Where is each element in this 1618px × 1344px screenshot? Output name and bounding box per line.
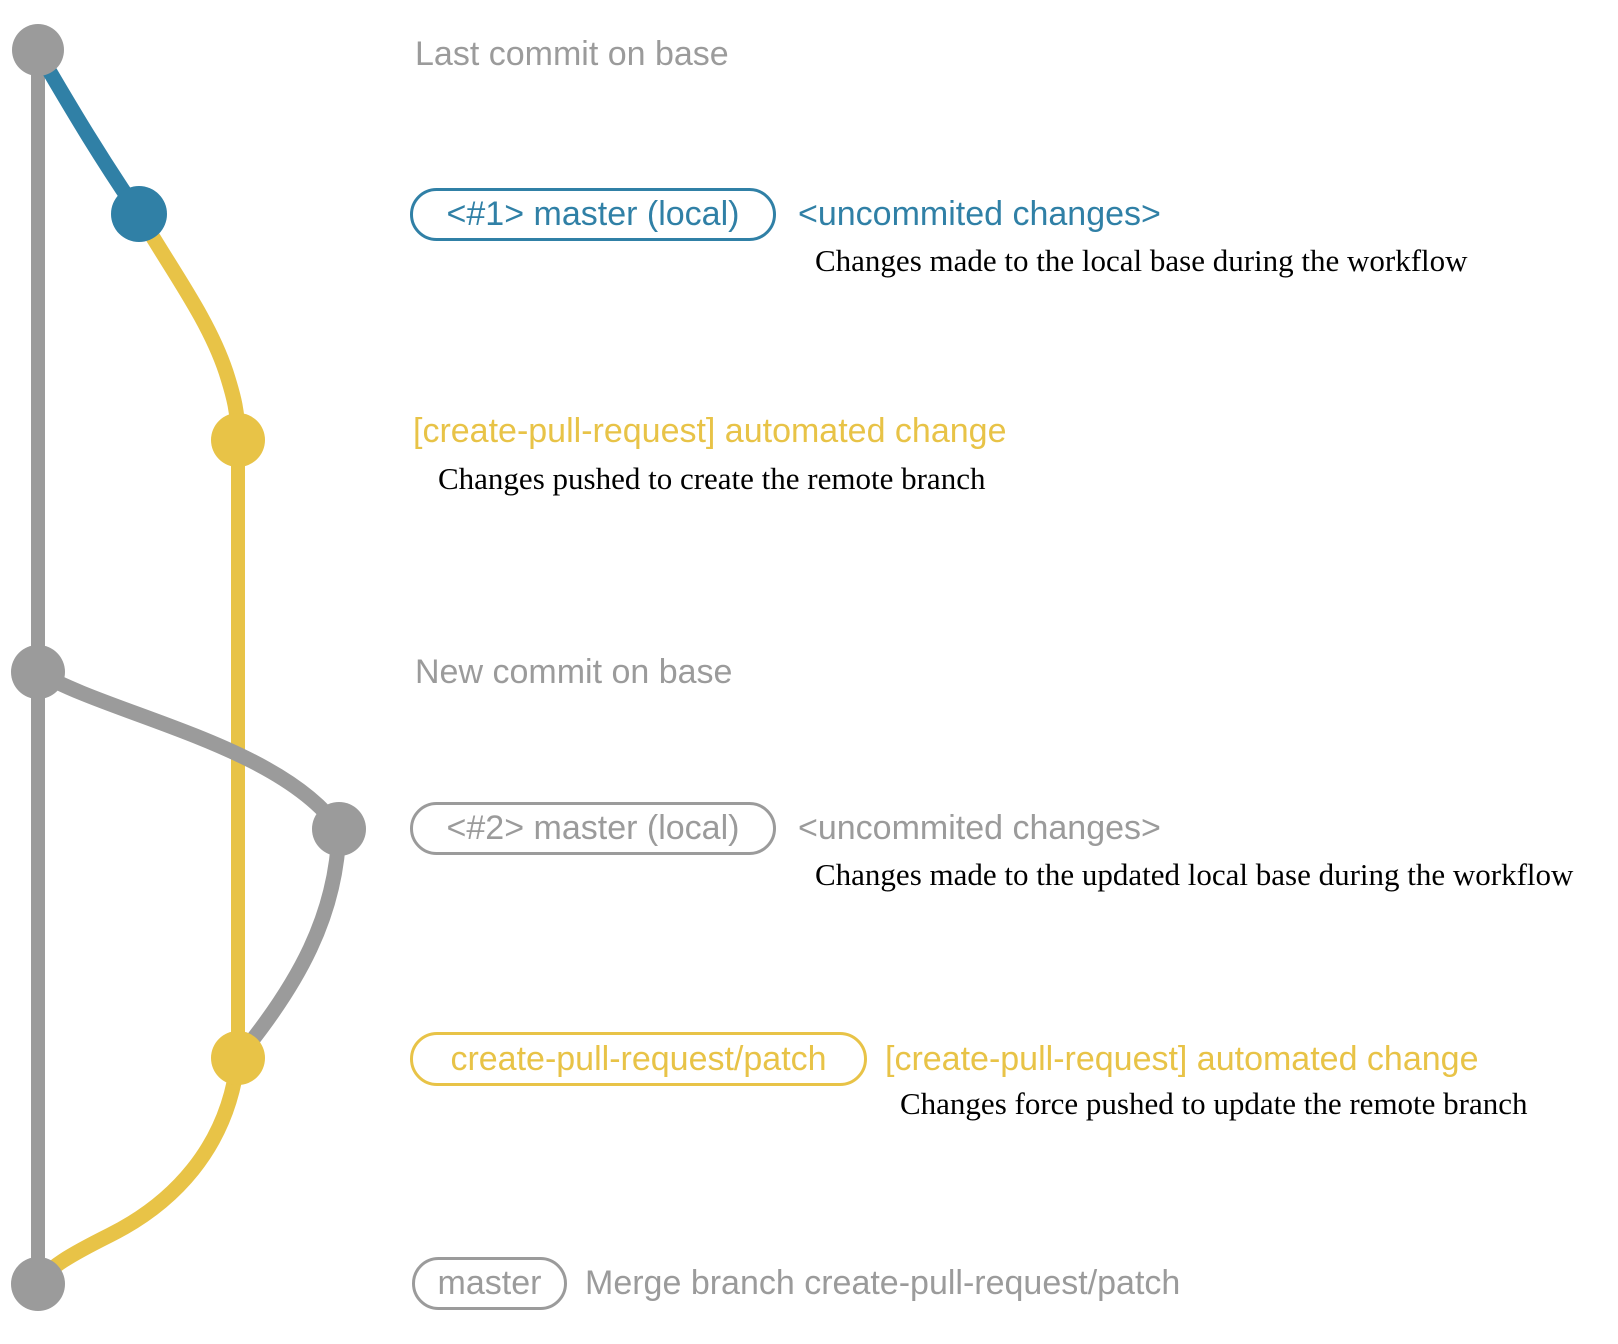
commit-dot-uncommitted-1: [111, 186, 167, 242]
commit-dot-uncommitted-2: [312, 802, 366, 856]
badge-master-local-2: <#2> master (local): [410, 802, 776, 855]
badge-master-local-1-label: <#1> master (local): [446, 195, 740, 233]
commit-dot-merge: [11, 1257, 65, 1311]
patch-merge-edge: [33, 1057, 246, 1287]
description-uncommitted-changes-2: Changes made to the updated local base d…: [815, 857, 1574, 892]
message-merge-branch: Merge branch create-pull-request/patch: [585, 1264, 1181, 1302]
description-automated-change-2: Changes force pushed to update the remot…: [900, 1086, 1528, 1121]
message-uncommitted-changes-2: <uncommited changes>: [798, 809, 1161, 847]
badge-master-label: master: [437, 1264, 542, 1302]
badge-master: master: [412, 1257, 567, 1310]
description-uncommitted-changes-1: Changes made to the local base during th…: [815, 243, 1468, 278]
commit-dot-automated-2: [211, 1031, 265, 1085]
badge-master-local-1: <#1> master (local): [410, 188, 776, 241]
base-branch-edge-in: [232, 828, 347, 1063]
base-branch-edge-out: [34, 665, 346, 834]
badge-master-local-2-label: <#2> master (local): [446, 809, 740, 847]
note-new-commit-on-base: New commit on base: [415, 653, 733, 691]
local-branch-edge-1: [33, 51, 146, 219]
badge-create-pull-request-patch: create-pull-request/patch: [410, 1032, 867, 1086]
message-automated-change-2: [create-pull-request] automated change: [885, 1040, 1479, 1078]
description-automated-change-1: Changes pushed to create the remote bran…: [438, 461, 986, 496]
commit-dot-last-base: [12, 24, 64, 76]
commit-dot-automated-1: [211, 413, 265, 467]
message-automated-change-1: [create-pull-request] automated change: [413, 412, 1007, 450]
badge-create-pull-request-patch-label: create-pull-request/patch: [450, 1039, 827, 1078]
note-last-commit-on-base: Last commit on base: [415, 35, 729, 73]
commit-dot-new-base: [11, 645, 65, 699]
patch-branch-edge-1: [132, 210, 246, 441]
message-uncommitted-changes-1: <uncommited changes>: [798, 195, 1161, 233]
